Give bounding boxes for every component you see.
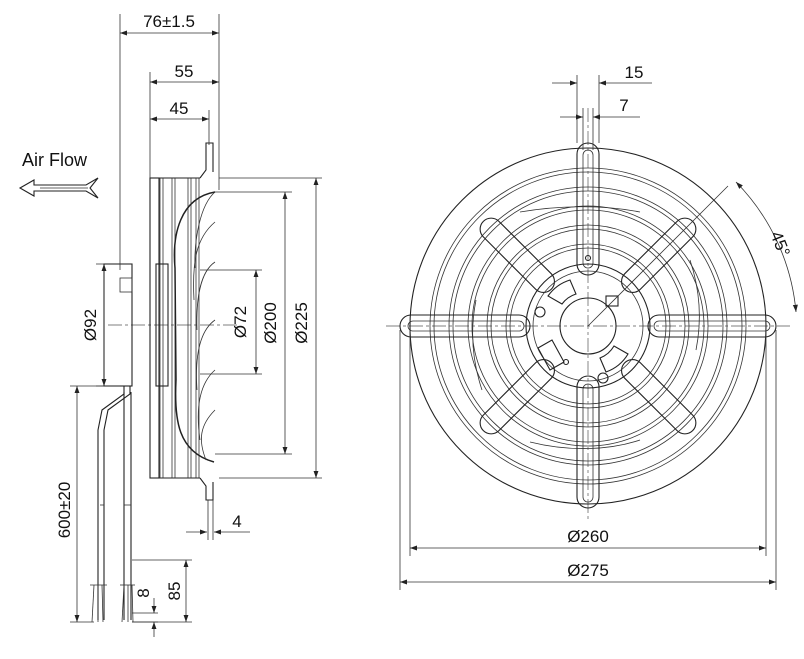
dim-55: 55 (175, 62, 194, 81)
dim-slot-outer: 15 (625, 63, 644, 82)
mounting-plate (149, 177, 160, 479)
bottom-bracket (199, 477, 214, 501)
screw (534, 306, 546, 318)
screw (597, 372, 609, 384)
air-flow-label: Air Flow (22, 150, 88, 170)
dim-angle: 45° (766, 228, 793, 259)
dim-45: 45 (170, 99, 189, 118)
dim-cable: 600±20 (55, 482, 74, 539)
dim-strip: 8 (134, 588, 153, 597)
dim-tail: 85 (165, 582, 184, 601)
motor-hub (559, 297, 617, 355)
dim-hub: Ø92 (81, 309, 100, 341)
spoke-left (399, 314, 531, 338)
spoke-top (576, 142, 600, 276)
spoke-right (647, 314, 777, 338)
top-bracket (199, 142, 214, 179)
dim-foot: 4 (232, 512, 241, 531)
dim-motor: Ø72 (231, 306, 250, 338)
dim-inner: Ø200 (261, 302, 280, 344)
motor-plate (525, 263, 651, 389)
outer-ring (409, 147, 767, 505)
dim-total-depth: 76±1.5 (143, 12, 195, 31)
side-view: 76±1.5 55 45 Ø92 Ø72 Ø200 Ø225 4 (55, 12, 322, 637)
spoke-diag-se (620, 358, 697, 435)
spoke-bottom (576, 375, 600, 509)
dim-d260: Ø260 (567, 527, 609, 546)
cable-bundle (90, 386, 135, 623)
air-flow-arrow-icon (18, 177, 99, 199)
front-view: 45° 15 7 Ø260 Ø275 (386, 63, 798, 590)
spoke-diag-nw (479, 217, 556, 294)
dim-d275: Ø275 (567, 561, 609, 580)
spoke-diag-sw (479, 358, 556, 435)
impeller-blade (173, 191, 216, 463)
dim-slot-inner: 7 (619, 96, 628, 115)
dim-outer: Ø225 (292, 302, 311, 344)
